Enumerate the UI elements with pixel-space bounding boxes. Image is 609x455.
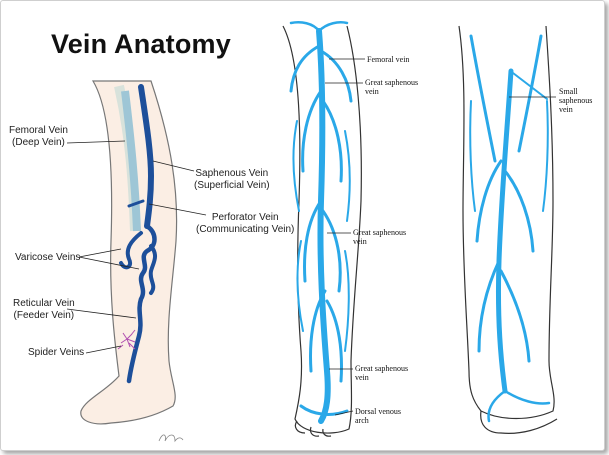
label-mid-femoral-vein: Femoral vein: [367, 55, 410, 64]
spider-veins: [117, 329, 136, 350]
right-leg-veins: [469, 34, 551, 423]
middle-leg-outline: [282, 25, 362, 437]
left-leader-lines: [66, 140, 207, 354]
page-title: Vein Anatomy: [51, 29, 231, 59]
label-perforator-vein-line2: (Communicating Vein): [196, 224, 295, 235]
label-femoral-vein-line1: Femoral Vein: [9, 125, 68, 136]
label-reticular-vein-line2: (Feeder Vein): [13, 310, 75, 321]
label-small-saphenous-line1: Small: [559, 87, 578, 96]
label-femoral-vein-line2: (Deep Vein): [12, 137, 65, 148]
left-saphenous-vein: [119, 84, 158, 384]
label-small-saphenous-vein: Small saphenous vein: [559, 87, 592, 114]
label-saphenous-vein-line1: Saphenous Vein: [195, 168, 269, 179]
middle-leg-veins: [289, 21, 353, 424]
middle-leader-lines: [325, 58, 365, 416]
label-dorsal-venous-arch: Dorsal venous arch: [355, 407, 401, 425]
label-saphenous-vein: Saphenous Vein (Superficial Vein): [194, 168, 270, 192]
label-dorsal-venous-arch-line1: Dorsal venous: [355, 407, 401, 416]
label-dorsal-venous-arch-line2: arch: [355, 416, 369, 425]
label-mid-great-saphenous-mid-line2: vein: [353, 237, 367, 246]
artist-signature: [158, 434, 184, 443]
label-perforator-vein-line1: Perforator Vein: [211, 212, 279, 223]
label-small-saphenous-line3: vein: [559, 105, 573, 114]
label-small-saphenous-line2: saphenous: [559, 96, 593, 105]
label-mid-great-saphenous-mid-line1: Great saphenous: [353, 228, 407, 237]
label-saphenous-vein-line2: (Superficial Vein): [194, 180, 270, 191]
label-reticular-vein-line1: Reticular Vein: [13, 298, 75, 309]
label-mid-great-saphenous-top: Great saphenous vein: [365, 78, 418, 96]
label-femoral-vein: Femoral Vein (Deep Vein): [9, 125, 68, 149]
label-mid-great-saphenous-top-line2: vein: [365, 87, 379, 96]
label-spider-veins: Spider Veins: [28, 347, 85, 358]
label-reticular-vein: Reticular Vein (Feeder Vein): [13, 298, 75, 322]
label-mid-great-saphenous-low-line2: vein: [355, 373, 369, 382]
label-varicose-veins: Varicose Veins: [15, 252, 81, 263]
label-mid-great-saphenous-mid: Great saphenous vein: [353, 228, 406, 246]
label-mid-great-saphenous-low-line1: Great saphenous: [355, 364, 409, 373]
label-perforator-vein: Perforator Vein (Communicating Vein): [196, 212, 294, 236]
label-mid-great-saphenous-top-line1: Great saphenous: [365, 78, 419, 87]
label-mid-great-saphenous-low: Great saphenous vein: [355, 364, 408, 382]
right-leg-outline: [458, 25, 558, 434]
